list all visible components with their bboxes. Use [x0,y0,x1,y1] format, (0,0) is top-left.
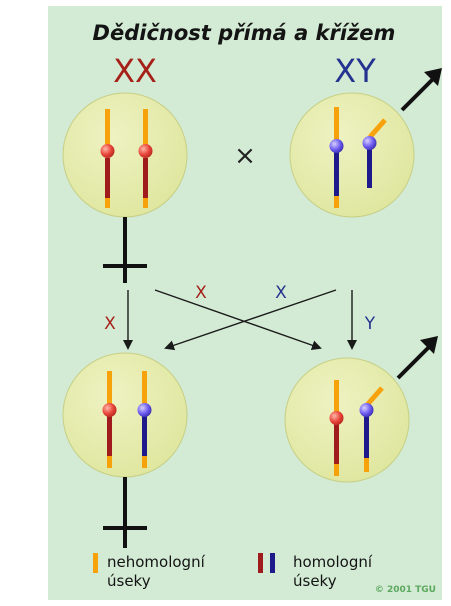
diagram-title: Dědičnost přímá a křížem [93,21,396,45]
x-chromosome [329,107,344,208]
copyright: © 2001 TGU [375,585,436,595]
male-symbol-arrow [400,74,438,112]
cross-symbol: × [234,141,256,171]
offspring-cell-male [284,336,438,483]
y-chromosome [362,118,387,188]
female-parent-label: XX [113,52,157,90]
legend-swatch-homologous-red [258,553,263,573]
male-symbol-arrowhead [420,336,438,354]
male-symbol-arrowhead [424,68,442,86]
y-chromosome [359,386,384,472]
female-symbol [103,217,147,283]
parent-cell-female [62,92,188,218]
legend-nonhomologous-line2: úseky [107,572,151,590]
background-panel [48,6,442,600]
male-symbol-arrow [396,342,434,380]
legend-swatch-homologous-blue [270,553,275,573]
offspring-cell-female [62,352,188,478]
x-chromosome [102,371,117,468]
legend-swatch-nonhomologous [93,553,98,573]
arrow-cross-to-right [154,289,322,351]
arrow-label-cross-right: X [275,283,287,303]
legend-homologous-line1: homologní [293,553,373,571]
parent-cell-male [289,68,442,218]
arrow-cross-to-left [164,289,337,351]
arrow-label-left-down: X [104,314,116,334]
x-chromosome [138,109,153,208]
x-chromosome [137,371,152,468]
arrow-label-right-down: Y [364,314,376,334]
legend: nehomologní úseky homologní úseky © 2001… [93,553,436,595]
arrow-label-cross-left: X [195,283,207,303]
legend-nonhomologous-line1: nehomologní [107,553,206,571]
female-symbol [103,477,147,548]
x-chromosome [329,380,344,476]
male-parent-label: XY [334,52,376,90]
legend-homologous-line2: úseky [293,572,337,590]
x-chromosome [100,109,115,208]
